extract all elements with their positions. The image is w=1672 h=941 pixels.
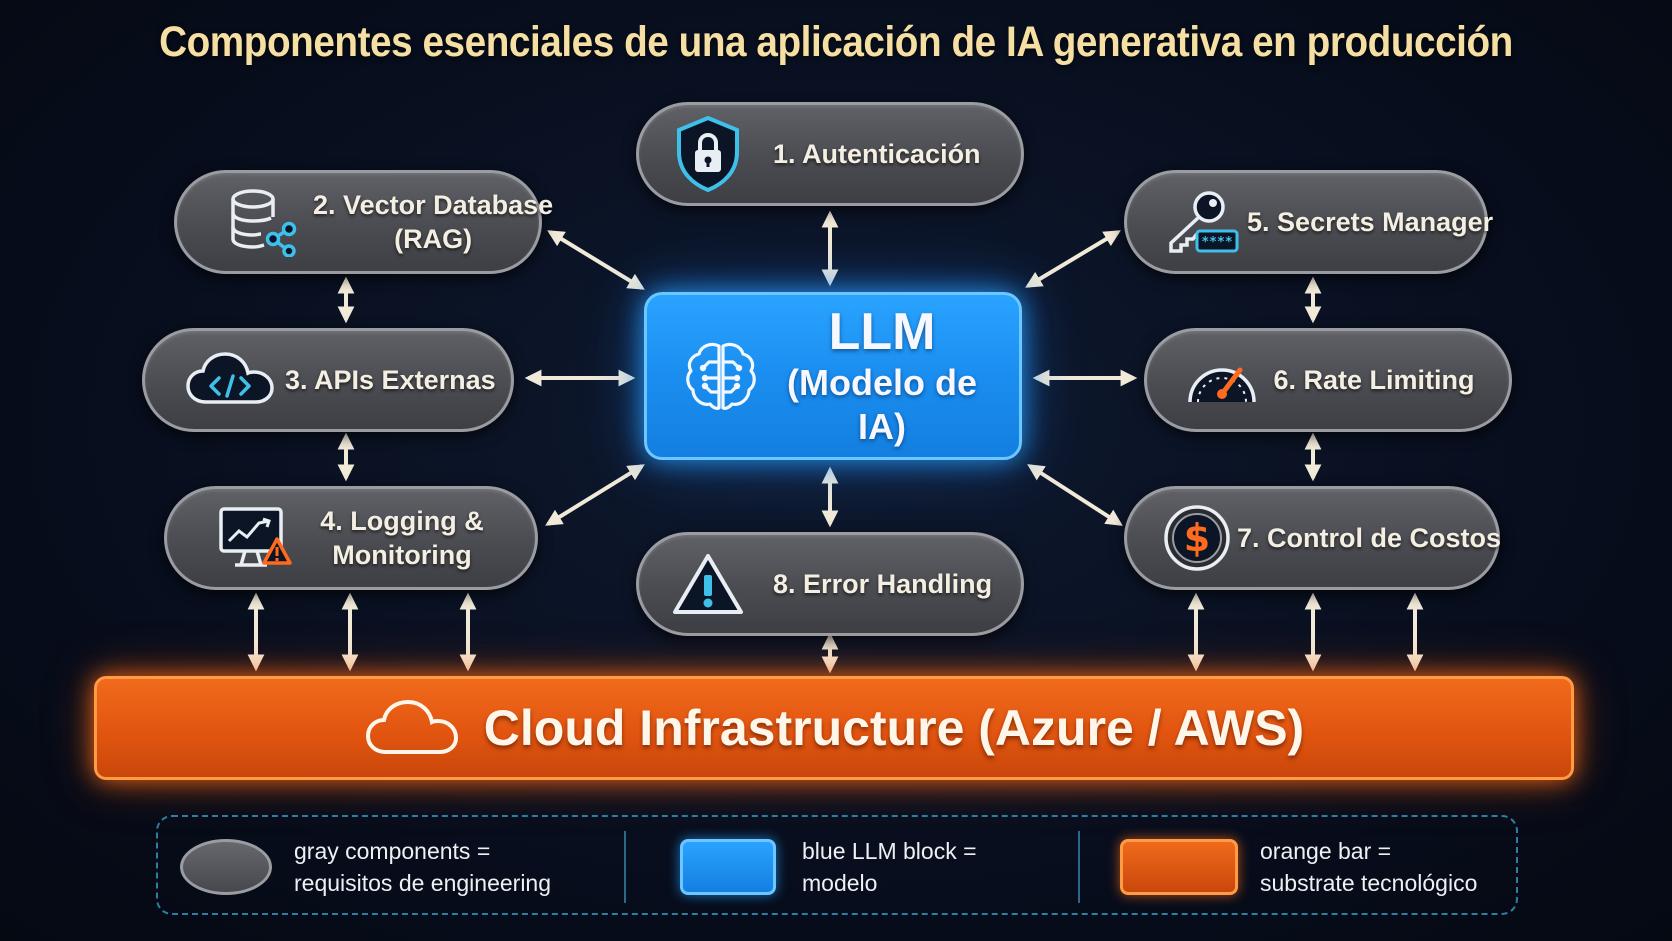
database-share-icon <box>213 187 313 257</box>
legend-item-gray: gray components = requisitos de engineer… <box>180 817 551 917</box>
cloud-infrastructure-bar: Cloud Infrastructure (Azure / AWS) <box>94 676 1574 780</box>
component-control-de-costos: $ 7. Control de Costos <box>1124 486 1502 590</box>
shield-lock-icon <box>653 114 763 194</box>
component-label: APIs Externas <box>314 365 496 395</box>
arrow-secrets-llm <box>1025 230 1121 288</box>
llm-center-block: LLM (Modelo de IA) <box>644 292 1022 460</box>
component-number: 3. <box>285 365 308 395</box>
component-secrets-manager: **** 5. Secrets Manager <box>1124 170 1493 274</box>
component-number: 8. <box>773 569 796 599</box>
component-vector-database: 2. Vector Database (RAG) <box>174 170 553 274</box>
component-label: Autenticación <box>802 139 981 169</box>
legend-item-orange: orange bar = substrate tecnológico <box>1120 817 1477 917</box>
component-error-handling: 8. Error Handling <box>636 532 1024 636</box>
brain-circuit-icon <box>673 338 769 414</box>
cloud-infrastructure-label: Cloud Infrastructure (Azure / AWS) <box>483 700 1305 756</box>
component-label: Secrets Manager <box>1277 207 1494 237</box>
cloud-outline-icon <box>364 696 460 760</box>
cloud-code-icon <box>175 348 285 412</box>
legend-text: gray components = requisitos de engineer… <box>294 838 552 896</box>
component-logging-monitoring: 4. Logging & Monitoring <box>164 486 538 590</box>
speedometer-icon <box>1177 350 1267 410</box>
component-number: 6. <box>1273 365 1296 395</box>
component-apis-externas: 3. APIs Externas <box>142 328 514 432</box>
component-label: Error Handling <box>803 569 993 599</box>
legend-item-blue: blue LLM block = modelo <box>680 817 977 917</box>
llm-title: LLM <box>828 303 936 361</box>
warning-triangle-icon <box>653 551 763 617</box>
svg-text:****: **** <box>1201 235 1232 250</box>
diagram-title: Componentes esenciales de una aplicación… <box>159 18 1513 66</box>
component-number: 2. <box>313 190 336 220</box>
legend-text: blue LLM block = modelo <box>802 838 977 896</box>
component-label: Vector Database <box>343 190 554 220</box>
legend-swatch-orange <box>1120 839 1238 895</box>
arrow-costs-llm <box>1027 464 1123 526</box>
legend-text: orange bar = substrate tecnológico <box>1260 838 1478 896</box>
key-password-icon: **** <box>1157 187 1247 257</box>
component-number: 1. <box>773 139 796 169</box>
component-sublabel: Monitoring <box>332 540 472 570</box>
component-number: 7. <box>1237 523 1260 553</box>
legend-divider <box>1078 831 1080 903</box>
arrow-vectordb-llm <box>547 230 645 290</box>
arrow-logging-llm <box>545 464 645 526</box>
legend: gray components = requisitos de engineer… <box>156 815 1518 915</box>
component-label: Rate Limiting <box>1303 365 1475 395</box>
component-autenticacion: 1. Autenticación <box>636 102 1024 206</box>
component-number: 5. <box>1247 207 1270 237</box>
monitor-chart-warning-icon <box>205 503 305 573</box>
dollar-coin-icon: $ <box>1157 503 1237 573</box>
component-sublabel: (RAG) <box>394 224 473 254</box>
component-label: Logging & <box>350 506 484 536</box>
component-number: 4. <box>320 506 343 536</box>
legend-divider <box>624 831 626 903</box>
component-label: Control de Costos <box>1267 523 1502 553</box>
legend-swatch-blue <box>680 839 776 895</box>
llm-subtitle: (Modelo de IA) <box>787 362 977 447</box>
svg-text:$: $ <box>1184 516 1210 560</box>
component-rate-limiting: 6. Rate Limiting <box>1144 328 1512 432</box>
legend-swatch-gray <box>180 839 272 895</box>
